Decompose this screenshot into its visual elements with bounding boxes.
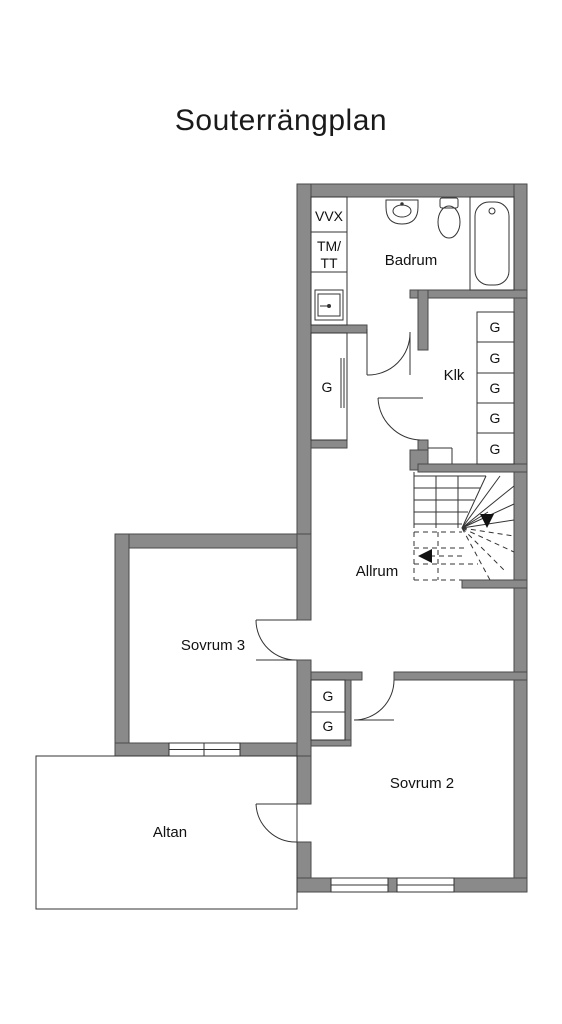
- closet-label-klk-1: G: [490, 319, 501, 335]
- walls: [114, 183, 528, 893]
- washbasin-icon: [385, 199, 419, 225]
- plan-title: Souterrängplan: [174, 104, 388, 137]
- hall-closet: [310, 332, 348, 441]
- closet-label-hall: G: [322, 379, 333, 395]
- stair-arrow-left-icon: [418, 549, 432, 563]
- room-label-allrum: Allrum: [356, 563, 399, 580]
- closet-label-klk-2: G: [490, 350, 501, 366]
- stairs: [413, 472, 515, 581]
- altan-deck: [35, 755, 298, 910]
- windows: [168, 742, 455, 893]
- klk-closets: [428, 311, 515, 465]
- closet-label-klk-5: G: [490, 441, 501, 457]
- bathroom-fixtures: [310, 196, 515, 326]
- closet-label-klk-3: G: [490, 380, 501, 396]
- stair-arrow-down-icon: [480, 514, 494, 528]
- closet-label-sovrum2-1: G: [323, 688, 334, 704]
- interior-walls: [310, 289, 528, 747]
- utility-sink-icon: [314, 289, 344, 321]
- fixture-tmtt-label-2: TT: [320, 255, 338, 271]
- room-label-altan: Altan: [153, 824, 187, 841]
- room-label-sovrum3: Sovrum 3: [181, 637, 245, 654]
- room-label-sovrum2: Sovrum 2: [390, 775, 454, 792]
- toilet-icon: [439, 197, 459, 209]
- closet-label-klk-4: G: [490, 410, 501, 426]
- sovrum2-closets: [310, 679, 346, 741]
- fixture-tmtt-label-1: TM/: [317, 238, 341, 254]
- doors: [255, 329, 423, 843]
- fixture-vvx-label: VVX: [315, 208, 344, 224]
- room-labels: VVX TM/ TT Badrum Klk Allrum Sovrum 3 So…: [153, 208, 501, 841]
- room-label-klk: Klk: [444, 367, 465, 384]
- bathtub-icon: [469, 196, 515, 291]
- closet-label-sovrum2-2: G: [323, 718, 334, 734]
- room-label-badrum: Badrum: [385, 252, 438, 269]
